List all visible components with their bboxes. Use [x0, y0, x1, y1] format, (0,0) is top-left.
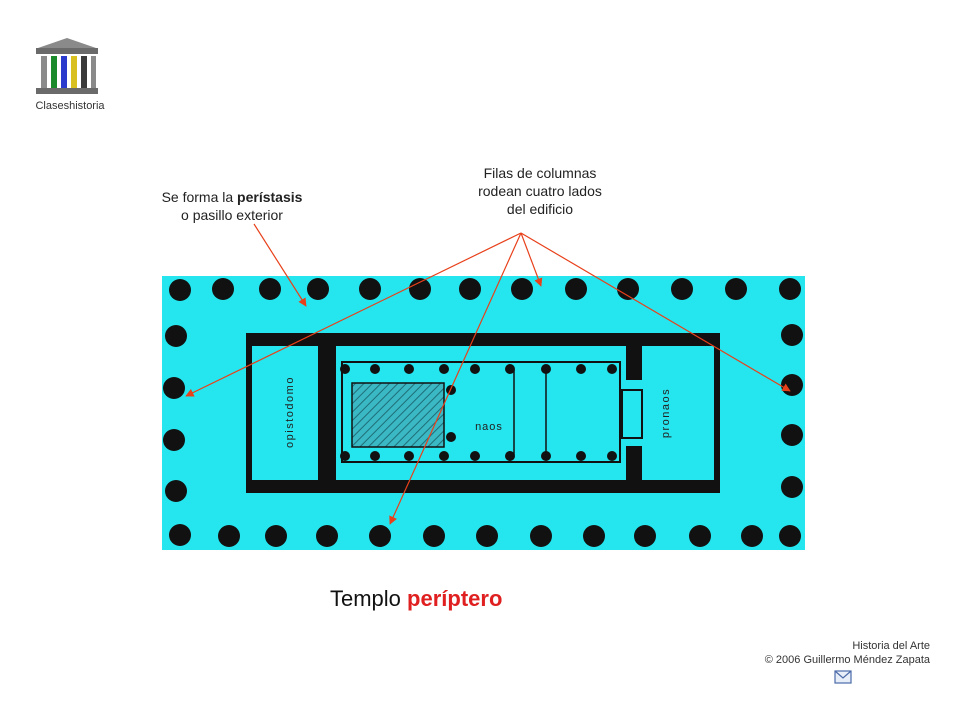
label-opistodomo: opistodomo	[284, 376, 296, 448]
label-naos: naos	[475, 421, 503, 433]
logo-caption: Claseshistoria	[35, 100, 105, 112]
title-prefix: Templo	[330, 586, 408, 611]
credits-line1: Historia del Arte	[852, 640, 930, 652]
cult-statue-base	[351, 382, 445, 448]
page-title: Templo períptero	[330, 586, 502, 612]
arrow-left-row	[185, 232, 522, 397]
arrow-front-row	[520, 232, 543, 287]
credits: Historia del Arte © 2006 Guillermo Ménde…	[720, 639, 930, 667]
arrow-bottom-row	[389, 232, 522, 525]
peristasis-annotation: Se forma la perístasis o pasillo exterio…	[132, 188, 332, 224]
peristasis-line2: o pasillo exterior	[181, 207, 283, 223]
mail-icon[interactable]	[834, 670, 852, 684]
columns-annotation: Filas de columnas rodean cuatro lados de…	[440, 164, 640, 218]
interior-columns	[340, 364, 617, 461]
peristasis-term: perístasis	[237, 189, 303, 205]
door-block	[621, 389, 643, 439]
title-accent: períptero	[407, 586, 503, 611]
cella-walls	[246, 333, 720, 493]
naos-chamber	[341, 361, 621, 463]
peristasis-prefix: Se forma la	[161, 189, 238, 205]
arrow-peristasis	[253, 223, 307, 307]
peristyle-columns	[163, 278, 803, 547]
columns-line2: rodean cuatro lados	[478, 183, 602, 199]
arrow-right-row	[520, 232, 791, 392]
temple-logo-icon[interactable]	[30, 34, 104, 96]
columns-line3: del edificio	[506, 201, 574, 217]
columns-line1: Filas de columnas	[483, 165, 597, 181]
annotation-arrows	[185, 223, 791, 525]
credits-line2: © 2006 Guillermo Méndez Zapata	[764, 654, 930, 666]
label-pronaos: pronaos	[660, 388, 672, 438]
stylobate	[162, 276, 805, 550]
